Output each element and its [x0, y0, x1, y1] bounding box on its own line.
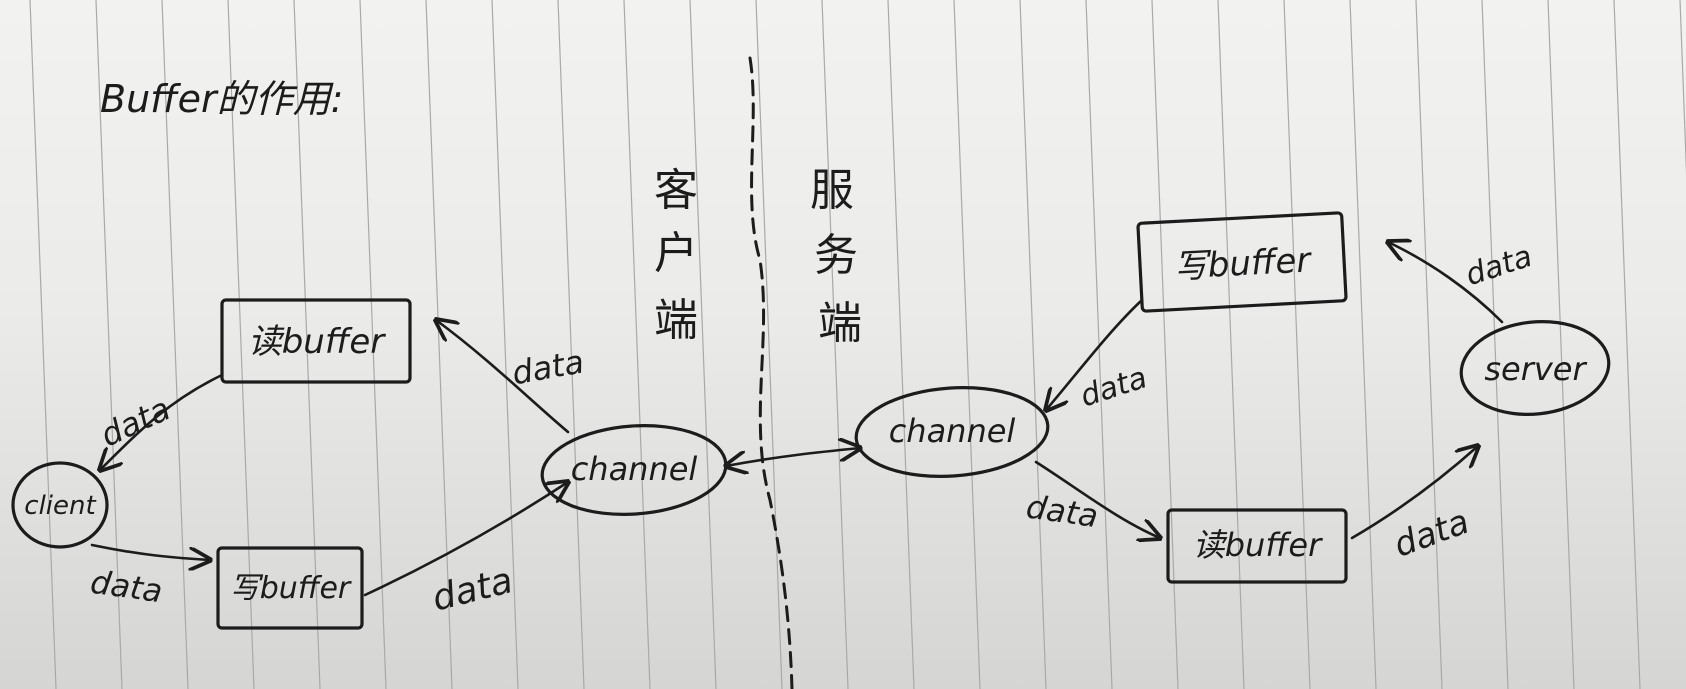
server-channel-text: channel	[889, 412, 1016, 450]
rule-line	[887, 0, 915, 689]
rule-line	[689, 0, 717, 689]
rule-line	[1151, 0, 1179, 689]
server-write-buffer: 写buffer	[1136, 211, 1348, 313]
edge-channel-to-read-buffer	[436, 320, 570, 434]
server-node: server	[1459, 320, 1611, 416]
client-write-buffer-text: 写buffer	[230, 571, 352, 606]
rule-line	[161, 0, 189, 689]
client-node: client	[11, 461, 109, 549]
client-channel: channel	[540, 424, 728, 516]
client-side-label: 客 户 端	[654, 165, 698, 346]
rule-line	[755, 0, 783, 689]
rule-line	[1481, 0, 1509, 689]
server-label-char-3: 端	[818, 298, 862, 349]
server-label-char-1: 服	[810, 165, 854, 216]
server-channel: channel	[854, 385, 1050, 479]
server-side-label: 服 务 端	[810, 165, 862, 349]
client-read-buffer: 读buffer	[220, 298, 412, 384]
rule-line	[557, 0, 585, 689]
client-server-divider	[748, 56, 794, 689]
client-label-char-3: 端	[654, 295, 698, 346]
rule-line	[491, 0, 519, 689]
server-read-buffer-text: 读buffer	[1193, 526, 1323, 564]
client-label-char-2: 户	[654, 228, 698, 279]
rule-line	[1019, 0, 1047, 689]
client-write-buffer: 写buffer	[216, 546, 364, 630]
rule-line	[1547, 0, 1575, 689]
client-read-buffer-text: 读buffer	[248, 322, 387, 362]
edge-server-to-write-buffer	[1388, 242, 1504, 324]
rule-line	[1679, 0, 1686, 175]
rule-line	[1217, 0, 1245, 689]
rule-line	[1349, 0, 1377, 689]
server-read-buffer: 读buffer	[1166, 508, 1348, 584]
page-title: Buffer的作用:	[100, 77, 343, 121]
edge-channel-to-read-buffer-server	[1034, 460, 1160, 538]
rule-line	[953, 0, 981, 689]
rule-line	[425, 0, 453, 689]
rule-line	[359, 0, 387, 689]
ruled-lines	[29, 0, 1686, 689]
rule-line	[821, 0, 849, 689]
rule-line	[1283, 0, 1311, 689]
rule-line	[29, 0, 57, 689]
server-text: server	[1484, 350, 1587, 388]
rule-line	[1415, 0, 1443, 689]
client-label-char-1: 客	[654, 165, 698, 216]
server-write-buffer-text: 写buffer	[1173, 240, 1313, 287]
rule-line	[1613, 0, 1641, 689]
edge-write-buffer-to-channel-server	[1046, 298, 1144, 410]
edge-read-buffer-to-client	[100, 373, 224, 470]
client-channel-text: channel	[571, 450, 698, 488]
rule-line	[293, 0, 321, 689]
rule-line	[227, 0, 255, 689]
edge-client-to-write-buffer	[90, 543, 210, 560]
edge-write-buffer-to-channel	[363, 482, 568, 597]
edge-read-buffer-to-server	[1350, 446, 1478, 540]
rule-line	[623, 0, 651, 689]
server-label-char-2: 务	[814, 230, 858, 281]
client-text: client	[24, 491, 96, 521]
rule-line	[95, 0, 123, 689]
edge-channel-bidirectional	[726, 448, 860, 466]
